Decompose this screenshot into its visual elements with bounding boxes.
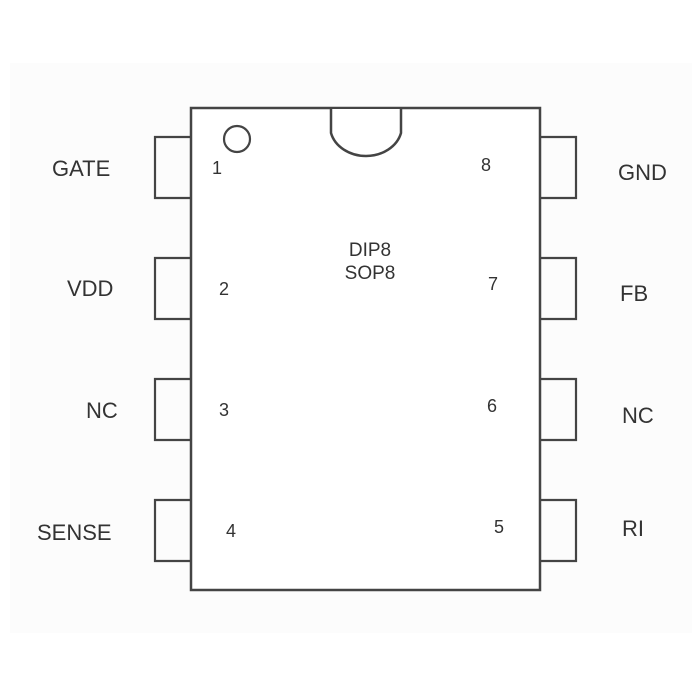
pin-number-2: 2 (219, 279, 230, 299)
pin-name-2: VDD (67, 276, 114, 301)
pin-tab-2 (153, 256, 191, 321)
pin-name-6: NC (622, 403, 654, 428)
pin-tab-7 (540, 256, 578, 321)
pin-number-5: 5 (494, 517, 505, 537)
pin-name-1: GATE (52, 156, 111, 181)
package-label-dip8: DIP8 (348, 240, 392, 261)
pin-number-6: 6 (487, 396, 498, 416)
pin-tab-3 (153, 377, 191, 442)
pin-name-5: RI (622, 516, 644, 541)
orientation-notch (329, 109, 403, 158)
pin-name-8: GND (618, 160, 667, 185)
pin-name-3: NC (86, 398, 118, 423)
pin-number-8: 8 (481, 155, 492, 175)
pin-tab-6 (540, 377, 578, 442)
chip-body (189, 106, 542, 592)
pin1-marker-dot (222, 124, 252, 154)
pin-tab-1 (153, 135, 191, 200)
pin-tab-8 (540, 135, 578, 200)
pin-number-1: 1 (212, 158, 223, 178)
pin-number-4: 4 (226, 521, 237, 541)
pin-number-7: 7 (488, 274, 499, 294)
package-label-sop8: SOP8 (344, 262, 396, 284)
pin-number-3: 3 (219, 400, 230, 420)
pin-tab-4 (153, 498, 191, 563)
pin-tab-5 (540, 498, 578, 563)
package-label: DIP8 SOP8 (320, 240, 420, 286)
pin-name-4: SENSE (37, 520, 112, 545)
pin-name-7: FB (620, 281, 649, 306)
